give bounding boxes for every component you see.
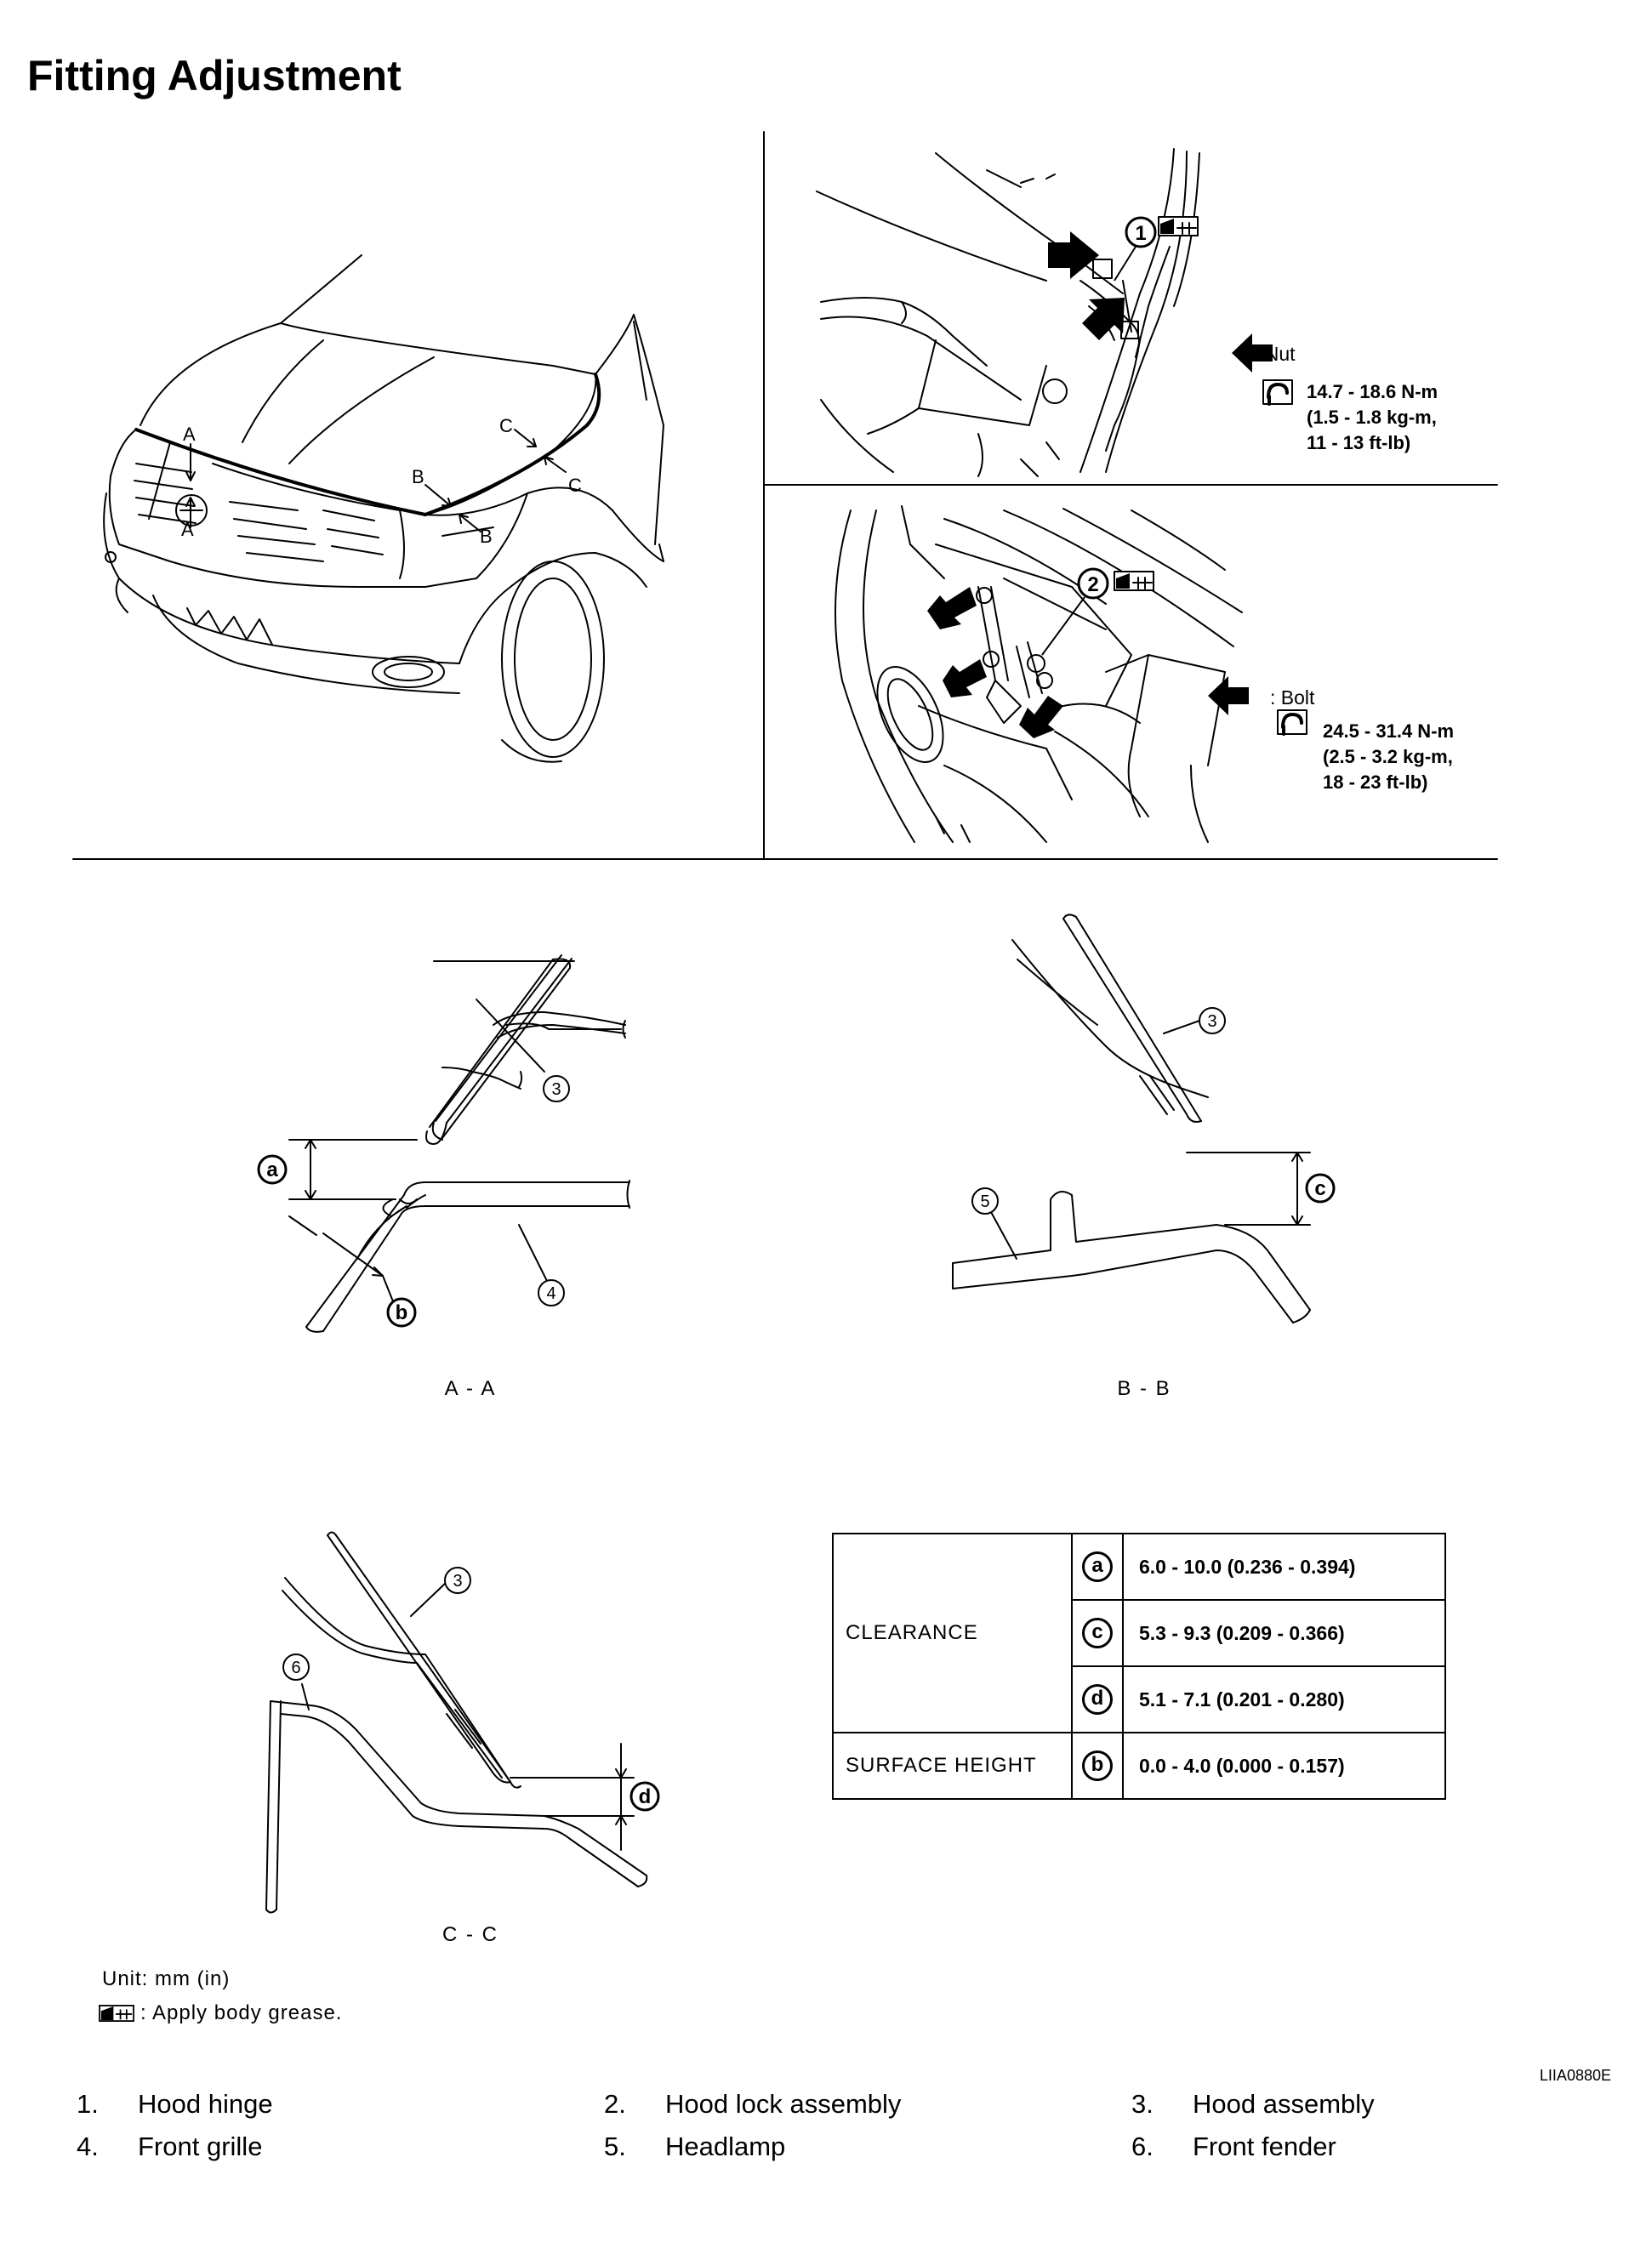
section-b-b-profile xyxy=(952,914,1311,1323)
section-a-a-profile xyxy=(305,954,630,1333)
callout-c-6: 6 xyxy=(282,1654,310,1681)
hinge-bolt-arrows xyxy=(1048,231,1125,340)
legend-num-6: 6. xyxy=(1131,2132,1154,2161)
callout-hinge: 1 xyxy=(1114,216,1157,282)
callout-lock: 2 xyxy=(1041,567,1109,656)
section-indicators xyxy=(185,429,567,532)
legend-label-3: Hood assembly xyxy=(1193,2089,1375,2119)
dim-a-text: a xyxy=(266,1158,278,1181)
torque-wrench-icon-nut xyxy=(1262,379,1293,406)
callout-c-6-text: 6 xyxy=(291,1659,300,1677)
spec-row-d: d 5.1 - 7.1 (0.201 - 0.280) xyxy=(833,1665,1446,1733)
lock-torque-kgm: (2.5 - 3.2 kg-m, xyxy=(1323,746,1453,767)
legend-num-4: 4. xyxy=(77,2132,99,2161)
caption-c-c: C - C xyxy=(442,1923,498,1946)
hinge-torque-kgm: (1.5 - 1.8 kg-m, xyxy=(1307,407,1437,428)
value-c: 5.3 - 9.3 (0.209 - 0.366) xyxy=(1122,1599,1446,1667)
symbol-b: b xyxy=(1082,1750,1113,1781)
dim-d: d xyxy=(629,1781,660,1812)
callout-a-3-text: 3 xyxy=(551,1080,561,1099)
legend-label-5: Headlamp xyxy=(665,2132,786,2161)
figure-code: LIIA0880E xyxy=(1539,2067,1611,2084)
legend-num-1: 1. xyxy=(77,2089,99,2119)
dim-c-text: c xyxy=(1314,1177,1325,1200)
bolt-legend-arrow xyxy=(1208,676,1249,715)
callout-lock-number: 2 xyxy=(1087,573,1098,596)
section-mark-c-bottom: C xyxy=(568,475,582,496)
legend-num-5: 5. xyxy=(604,2132,626,2161)
clearance-spec-table: CLEARANCE a 6.0 - 10.0 (0.236 - 0.394) c… xyxy=(832,1533,1446,1800)
panel-dividers xyxy=(72,131,1498,860)
section-mark-a-top: A xyxy=(183,424,196,445)
section-a-a-dims xyxy=(288,999,550,1302)
grease-note-text: : Apply body grease. xyxy=(140,2001,343,2024)
callout-a-4-text: 4 xyxy=(546,1284,555,1303)
callout-a-3: 3 xyxy=(543,1075,570,1102)
dim-b-text: b xyxy=(396,1301,408,1324)
spec-row-a: CLEARANCE a 6.0 - 10.0 (0.236 - 0.394) xyxy=(832,1533,1446,1733)
legend-num-3: 3. xyxy=(1131,2089,1154,2119)
callout-c-3-text: 3 xyxy=(453,1572,462,1591)
vehicle-front-view xyxy=(103,254,664,763)
grease-note: : Apply body grease. xyxy=(98,2001,342,2025)
clearance-label: CLEARANCE xyxy=(832,1533,1073,1733)
hinge-torque-ftlb: 11 - 13 ft-lb) xyxy=(1307,432,1410,453)
hinge-detail-drawing xyxy=(816,148,1200,477)
callout-c-3: 3 xyxy=(444,1567,471,1594)
dim-d-text: d xyxy=(639,1785,652,1808)
lock-torque-ftlb: 18 - 23 ft-lb) xyxy=(1323,771,1427,793)
section-mark-b-top: B xyxy=(412,466,424,487)
section-c-c-profile xyxy=(265,1531,648,1914)
lock-detail-drawing xyxy=(835,505,1243,843)
bolt-label: : Bolt xyxy=(1270,686,1315,709)
section-mark-b-bottom: B xyxy=(480,526,493,547)
body-grease-icon xyxy=(99,2005,134,2022)
hinge-torque-nm: 14.7 - 18.6 N-m xyxy=(1307,381,1438,402)
symbol-cell-c: c xyxy=(1071,1599,1124,1667)
nut-legend-arrow xyxy=(1232,333,1273,373)
dim-c: c xyxy=(1305,1173,1336,1204)
value-d: 5.1 - 7.1 (0.201 - 0.280) xyxy=(1122,1665,1446,1733)
symbol-c: c xyxy=(1082,1618,1113,1648)
callout-b-3: 3 xyxy=(1199,1007,1226,1034)
unit-note: Unit: mm (in) xyxy=(102,1967,231,1990)
section-mark-c-top: C xyxy=(499,415,513,436)
dim-a: a xyxy=(257,1154,288,1185)
spec-row-c: c 5.3 - 9.3 (0.209 - 0.366) xyxy=(833,1599,1446,1667)
legend-label-6: Front fender xyxy=(1193,2132,1336,2161)
symbol-cell-b: b xyxy=(1071,1732,1124,1800)
callout-hinge-number: 1 xyxy=(1135,222,1146,245)
section-b-b-dims xyxy=(990,1020,1311,1260)
legend-num-2: 2. xyxy=(604,2089,626,2119)
page-title: Fitting Adjustment xyxy=(27,52,402,100)
symbol-cell-d: d xyxy=(1071,1665,1124,1733)
nut-label: : Nut xyxy=(1254,343,1296,365)
value-b: 0.0 - 4.0 (0.000 - 0.157) xyxy=(1122,1732,1446,1800)
legend-label-2: Hood lock assembly xyxy=(665,2089,902,2119)
section-c-c-dims xyxy=(301,1581,635,1851)
callout-b-5: 5 xyxy=(971,1187,999,1215)
legend-label-1: Hood hinge xyxy=(138,2089,273,2119)
lock-torque-nm: 24.5 - 31.4 N-m xyxy=(1323,720,1454,742)
callout-b-5-text: 5 xyxy=(980,1192,989,1211)
symbol-a: a xyxy=(1082,1551,1113,1582)
dim-b: b xyxy=(386,1297,417,1328)
spec-row-b: SURFACE HEIGHT b 0.0 - 4.0 (0.000 - 0.15… xyxy=(832,1732,1446,1800)
surface-height-label: SURFACE HEIGHT xyxy=(832,1732,1073,1800)
caption-b-b: B - B xyxy=(1117,1377,1171,1400)
caption-a-a: A - A xyxy=(445,1377,497,1400)
symbol-d: d xyxy=(1082,1684,1113,1715)
lock-bolt-arrows xyxy=(927,587,1063,738)
torque-wrench-icon-bolt xyxy=(1277,709,1307,736)
section-a-a-drawing xyxy=(356,958,626,1260)
grease-symbol-lock xyxy=(1114,571,1154,591)
callout-a-4: 4 xyxy=(538,1279,565,1306)
symbol-cell-a: a xyxy=(1071,1533,1124,1601)
grease-symbol-hinge xyxy=(1158,216,1199,236)
callout-b-3-text: 3 xyxy=(1207,1012,1216,1031)
section-mark-a-bottom: A xyxy=(181,519,194,540)
value-a: 6.0 - 10.0 (0.236 - 0.394) xyxy=(1122,1533,1446,1601)
legend-label-4: Front grille xyxy=(138,2132,263,2161)
